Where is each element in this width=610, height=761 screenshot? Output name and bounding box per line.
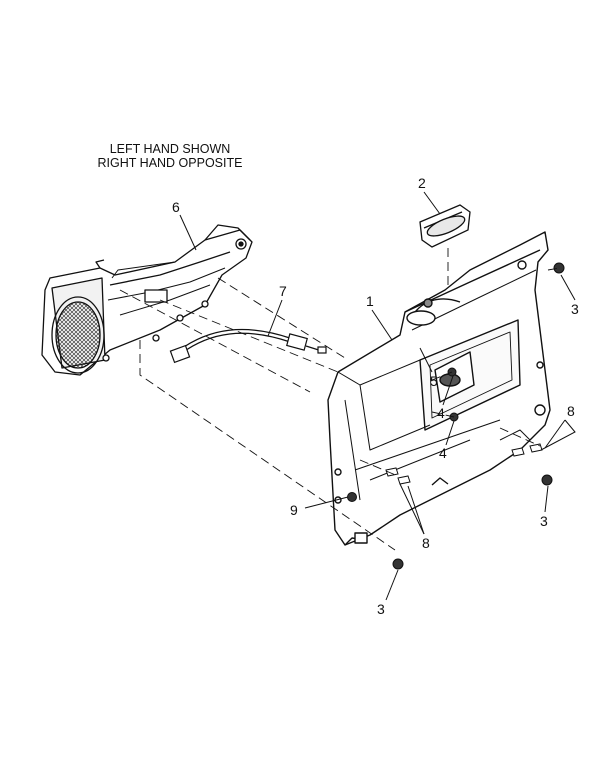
callout-3-right: 3 [540,513,548,529]
door-trim-panel-part [327,231,551,546]
callout-3-top: 3 [571,301,579,317]
alignment-lines [119,248,560,551]
note-line-1: LEFT HAND SHOWN [109,142,231,156]
callout-7: 7 [279,283,287,299]
callout-9: 9 [290,502,298,518]
callout-labels: 1 2 3 3 3 4 4 5 6 7 8 8 9 [172,175,579,617]
callout-3-bottom: 3 [377,601,385,617]
wiring-harness-part [169,328,327,364]
speaker-housing-part [41,224,253,376]
callout-4-upper: 4 [437,405,445,421]
callout-2: 2 [418,175,426,191]
callout-8-right: 8 [567,403,575,419]
handle-insert-part [419,204,471,248]
callout-4-lower: 4 [439,445,447,461]
callout-6: 6 [172,199,180,215]
note-line-2: RIGHT HAND OPPOSITE [97,156,243,170]
orientation-note: LEFT HAND SHOWN RIGHT HAND OPPOSITE [60,142,280,170]
leader-lines [179,191,576,601]
callout-8-bottom: 8 [422,535,430,551]
callout-5: 5 [430,373,438,389]
callout-1: 1 [366,293,374,309]
